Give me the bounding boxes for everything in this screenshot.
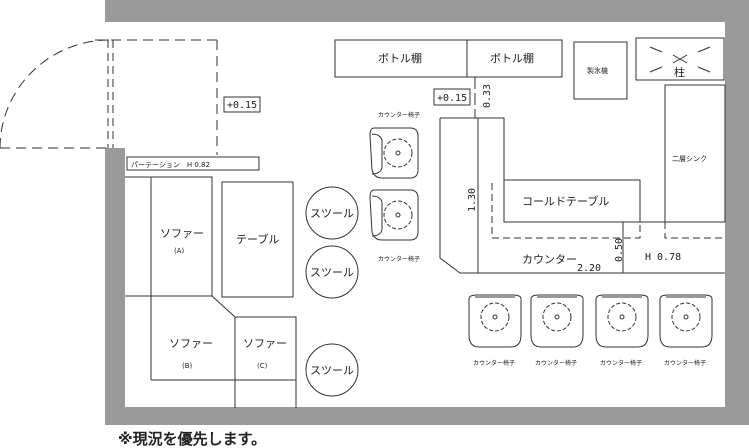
counter-height: H 0.78 — [645, 252, 681, 263]
counter-chair-4 — [659, 294, 713, 348]
table-label: テーブル — [236, 232, 279, 246]
counter-chair-left-2 — [369, 189, 419, 241]
partition-label: パーテーション H 0.82 — [131, 161, 210, 169]
step-right: +0.15 — [437, 93, 467, 104]
counter-chair-left-1 — [369, 127, 419, 179]
door-swing — [0, 39, 218, 155]
counter-chair-1 — [468, 294, 522, 348]
step-box — [433, 88, 471, 106]
bottle-shelf-2 — [466, 39, 563, 78]
counter-chair-label: カウンター椅子 — [473, 359, 515, 367]
sofa-b-label: ソファー — [169, 337, 213, 350]
sofa-a-id: (A) — [174, 247, 185, 255]
gap-dimension: 0.33 — [482, 84, 493, 108]
counter-chair-3 — [595, 294, 649, 348]
sofa-bc — [125, 295, 297, 408]
pillar — [635, 37, 725, 81]
stool-label: スツール — [310, 207, 354, 220]
counter-label: カウンター — [522, 253, 577, 266]
counter-width: 0.50 — [614, 238, 625, 262]
stool-label: スツール — [310, 266, 354, 279]
stool-2 — [305, 245, 359, 299]
counter-chair-2 — [530, 294, 584, 348]
step-left: +0.15 — [227, 100, 257, 111]
stool-label: スツール — [310, 364, 354, 377]
cold-table-label: コールドテーブル — [522, 194, 609, 208]
step-box — [223, 96, 261, 113]
sofa-a-label: ソファー — [160, 227, 204, 240]
counter-chair-label: カウンター椅子 — [378, 111, 420, 119]
stool-3 — [305, 343, 359, 397]
ice-machine-label: 製氷機 — [587, 66, 608, 75]
table — [221, 181, 294, 298]
counter-chair-label: カウンター椅子 — [600, 359, 642, 367]
bottle-shelf-label: ボトル棚 — [490, 51, 534, 65]
counter-depth: 1.30 — [467, 188, 478, 212]
cold-table-outline — [491, 183, 725, 239]
walls — [105, 0, 749, 425]
partition — [126, 156, 260, 171]
stool-1 — [305, 186, 359, 240]
double-sink — [664, 84, 726, 223]
bottle-shelf-label: ボトル棚 — [378, 51, 422, 65]
pillar-label: 柱 — [674, 65, 685, 79]
counter-chair-label: カウンター椅子 — [535, 359, 577, 367]
note: ※現況を優先します。 — [118, 430, 266, 448]
counter-length: 2.20 — [577, 263, 601, 274]
cold-table — [503, 179, 641, 223]
sofa-b-id: (B) — [182, 362, 193, 370]
counter-chair-label: カウンター椅子 — [378, 255, 420, 263]
ice-machine — [573, 41, 628, 100]
sink-label: 二層シンク — [672, 155, 707, 163]
sofa-c-id: (C) — [257, 362, 268, 370]
counter-chair-label: カウンター椅子 — [664, 359, 706, 367]
sofa-c-label: ソファー — [243, 337, 287, 350]
